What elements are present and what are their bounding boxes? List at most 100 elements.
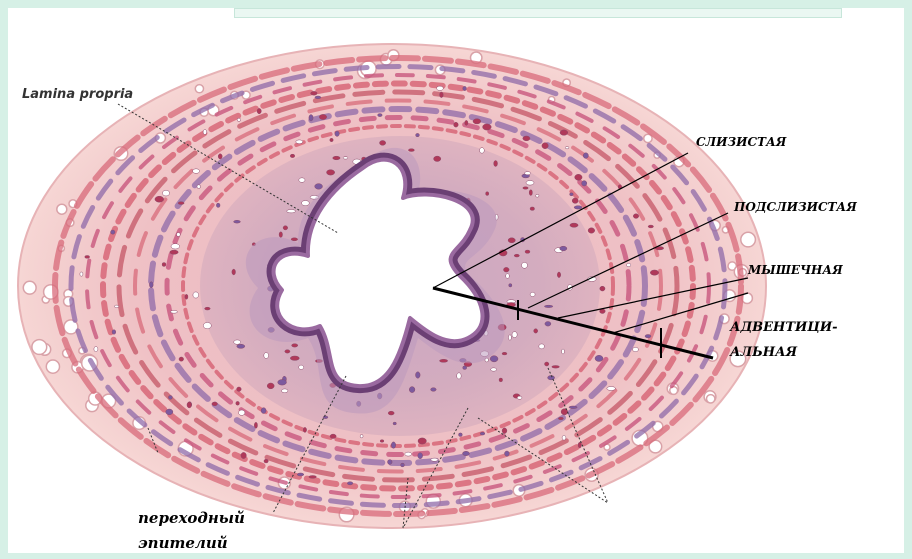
tissue-dot — [94, 347, 98, 352]
tissue-dot — [570, 193, 574, 196]
tissue-dot — [290, 154, 294, 157]
tissue-dot — [463, 86, 467, 90]
tissue-dot — [309, 115, 313, 121]
tissue-dot — [522, 262, 528, 268]
tissue-dot — [291, 238, 298, 241]
tissue-dot — [319, 114, 326, 119]
tissue-dot — [237, 118, 241, 121]
tissue-dot — [463, 451, 470, 455]
tissue-dot — [239, 410, 245, 415]
tissue-dot — [216, 203, 220, 207]
tissue-dot — [416, 372, 421, 378]
tissue-dot — [480, 432, 485, 435]
tissue-dot — [539, 344, 545, 349]
tissue-dot — [264, 353, 269, 359]
tissue-dot — [388, 411, 394, 415]
label-lamina-propria: Lamina propria — [22, 87, 133, 102]
tissue-dot — [431, 458, 438, 461]
tissue-dot — [575, 174, 582, 180]
tissue-dot — [508, 238, 515, 243]
tissue-dot — [509, 284, 512, 287]
tissue-dot — [380, 141, 386, 146]
tissue-dot — [203, 322, 211, 328]
tissue-dot — [237, 387, 242, 391]
tissue-dot — [409, 387, 415, 393]
label-epithelium-line1: переходный — [138, 509, 245, 527]
tissue-dot — [315, 184, 323, 190]
tissue-dot — [542, 143, 548, 149]
tissue-dot — [523, 136, 530, 141]
tissue-dot — [282, 389, 288, 393]
tissue-dot — [287, 210, 296, 213]
tissue-dot — [292, 344, 298, 347]
tissue-dot — [483, 124, 492, 130]
tissue-dot — [508, 335, 511, 340]
tissue-dot — [257, 108, 261, 113]
tissue-dot — [565, 147, 569, 149]
tissue-dot — [303, 427, 306, 432]
tissue-dot — [562, 349, 565, 354]
tissue-dot — [572, 198, 578, 203]
fat-cell — [741, 232, 756, 247]
tissue-dot — [347, 482, 353, 485]
tissue-dot — [418, 438, 426, 444]
tissue-dot — [302, 201, 310, 206]
tissue-dot — [574, 206, 582, 209]
tissue-dot — [530, 207, 534, 210]
tissue-dot — [405, 452, 412, 456]
tissue-dot — [457, 373, 462, 379]
tissue-dot — [506, 274, 510, 279]
tissue-dot — [185, 294, 188, 299]
tissue-dot — [502, 352, 507, 355]
figure-frame: Lamina propria СЛИЗИСТАЯ ПОДСЛИЗИСТАЯ МЫ… — [8, 8, 904, 553]
tissue-dot — [241, 452, 246, 458]
tissue-dot — [645, 335, 651, 338]
tissue-dot — [197, 185, 201, 189]
tissue-dot — [545, 362, 549, 366]
tissue-dot — [391, 442, 395, 448]
tissue-dot — [283, 226, 288, 230]
tissue-dot — [218, 154, 222, 159]
fat-cell — [57, 204, 67, 214]
tissue-dot — [155, 196, 164, 202]
tissue-dot — [569, 406, 577, 409]
tissue-dot — [607, 387, 616, 391]
tissue-dot — [588, 228, 595, 233]
tissue-dot — [557, 272, 560, 278]
tissue-dot — [162, 263, 166, 267]
tissue-dot — [205, 307, 211, 310]
tissue-dot — [236, 401, 240, 405]
tissue-dot — [261, 408, 266, 414]
tissue-dot — [434, 156, 441, 161]
tissue-dot — [499, 378, 503, 382]
tissue-dot — [297, 473, 304, 476]
tissue-dot — [193, 292, 199, 298]
label-mucosa: СЛИЗИСТАЯ — [696, 135, 787, 149]
tissue-dot — [562, 435, 566, 440]
tissue-dot — [552, 366, 560, 369]
tissue-dot — [237, 344, 245, 348]
tissue-dot — [440, 92, 444, 98]
tissue-dot — [626, 263, 630, 266]
tissue-dot — [505, 451, 510, 456]
tissue-dot — [536, 194, 539, 197]
tissue-dot — [523, 187, 528, 189]
label-epithelium-line2: эпителий — [138, 534, 228, 552]
tissue-dot — [162, 190, 169, 196]
tissue-dot — [570, 223, 578, 227]
tissue-dot — [212, 402, 218, 406]
tissue-dot — [290, 356, 299, 360]
tissue-dot — [179, 357, 184, 361]
tissue-dot — [408, 149, 414, 152]
tissue-dot — [360, 435, 363, 438]
tissue-dot — [486, 192, 489, 196]
fat-cell — [195, 85, 203, 93]
tissue-dot — [416, 133, 420, 136]
tissue-dot — [234, 220, 241, 223]
tissue-dot — [115, 305, 119, 308]
tissue-dot — [491, 368, 497, 371]
tissue-dot — [401, 463, 405, 467]
tissue-dot — [309, 476, 317, 479]
fat-cell — [23, 281, 36, 294]
tissue-dot — [323, 416, 328, 419]
